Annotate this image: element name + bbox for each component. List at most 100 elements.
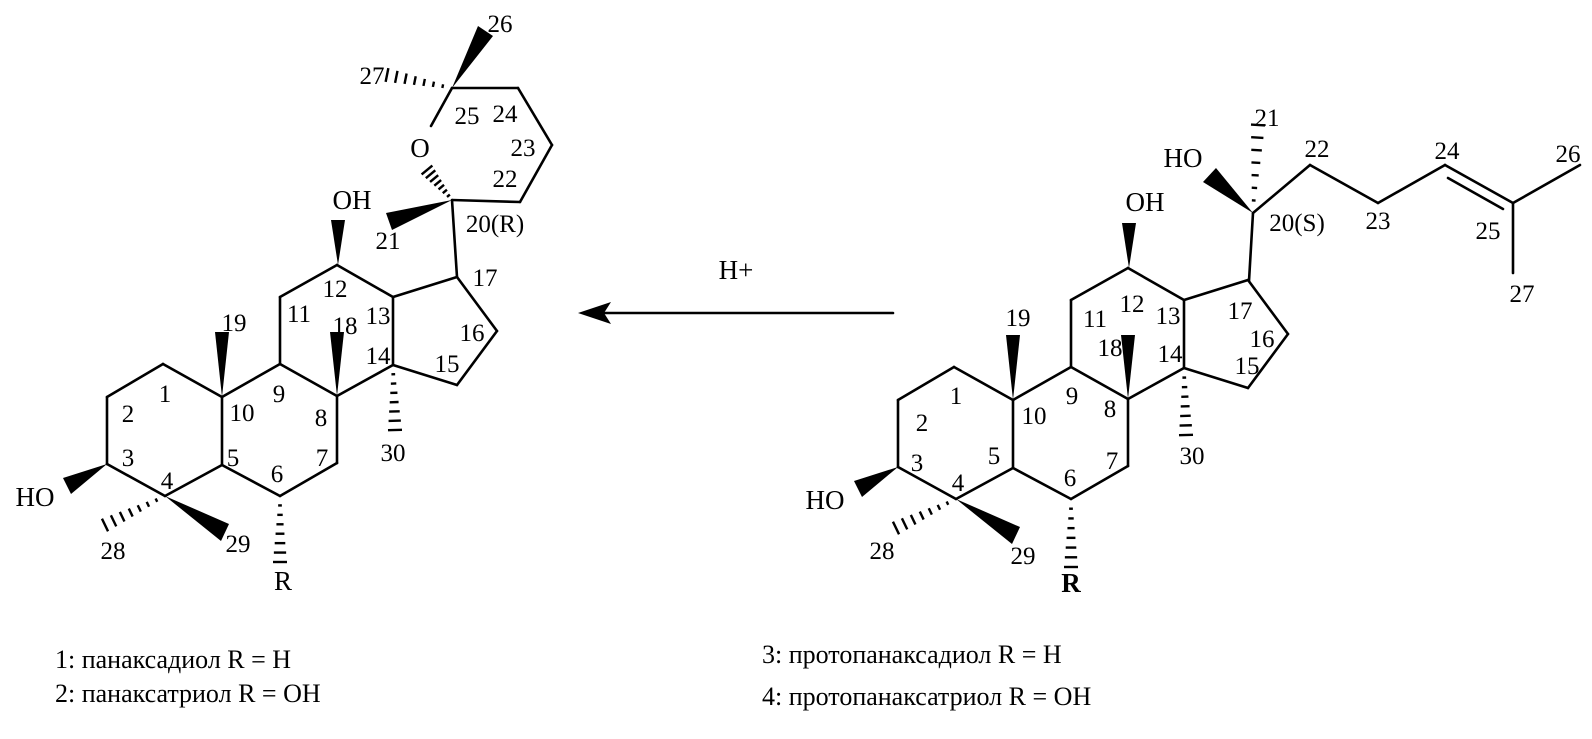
hash-c30 bbox=[387, 373, 403, 432]
atom-label-10: 10 bbox=[1022, 403, 1047, 430]
atom-label-16: 16 bbox=[1250, 326, 1275, 353]
arrow-head-icon bbox=[578, 302, 611, 324]
atom-label-5: 5 bbox=[227, 445, 240, 472]
hash-stroke bbox=[420, 164, 434, 176]
caption-compound-3: 3: протопанаксадиол R = H bbox=[762, 640, 1062, 669]
atom-label-24: 24 bbox=[1435, 138, 1461, 165]
atom-label-17: 17 bbox=[1228, 298, 1253, 325]
bond-c17-c20 bbox=[450, 198, 459, 279]
hash-stroke bbox=[918, 511, 925, 521]
atom-label-1: 1 bbox=[159, 381, 172, 408]
atom-label-13: 13 bbox=[1156, 303, 1181, 330]
bond-c20-c22 bbox=[450, 198, 522, 204]
hash-stroke bbox=[384, 67, 390, 83]
bond-c20-c22 bbox=[1251, 163, 1312, 215]
hash-stroke bbox=[422, 78, 427, 87]
atom-label-8: 8 bbox=[315, 405, 328, 432]
atom-label-15: 15 bbox=[1235, 353, 1260, 380]
atom-label-27: 27 bbox=[1510, 281, 1535, 308]
atom-label-30: 30 bbox=[381, 440, 406, 467]
hash-stroke bbox=[945, 500, 950, 506]
atom-label-23: 23 bbox=[1366, 208, 1391, 235]
bond-c23-c24 bbox=[1376, 163, 1447, 205]
reagent-label: H+ bbox=[719, 255, 754, 285]
atom-label-7: 7 bbox=[316, 445, 329, 472]
atom-label-24: 24 bbox=[493, 101, 519, 128]
atom-label-4: 4 bbox=[161, 468, 174, 495]
atom-label-18: 18 bbox=[333, 313, 358, 340]
hash-stroke bbox=[437, 183, 445, 191]
hash-r bbox=[1064, 507, 1078, 569]
atom-label-14: 14 bbox=[366, 343, 392, 370]
hash-stroke bbox=[100, 518, 110, 532]
bond-c17-c20 bbox=[1247, 211, 1255, 283]
atom-label-1: 1 bbox=[950, 383, 963, 410]
hash-stroke bbox=[1251, 161, 1261, 165]
caption-compound-2: 2: панаксатриол R = OH bbox=[55, 679, 321, 708]
bond-c22-c23 bbox=[518, 143, 554, 204]
hydroxyl-c3-label: HO bbox=[806, 485, 845, 515]
atom-label-28: 28 bbox=[870, 538, 895, 565]
hash-stroke bbox=[446, 193, 451, 198]
hash-stroke bbox=[425, 169, 437, 180]
atom-label-20: 20(R) bbox=[466, 211, 524, 238]
hash-stroke bbox=[1250, 123, 1266, 127]
atom-label-22: 22 bbox=[1305, 136, 1330, 163]
atom-label-15: 15 bbox=[435, 351, 460, 378]
hydroxyl-c12-label: OH bbox=[333, 185, 372, 215]
left-molecule-panaxadiol: HO OH O R 1 2 3 4 5 6 7 8 9 10 11 12 13 … bbox=[16, 11, 554, 708]
atom-label-9: 9 bbox=[1066, 383, 1079, 410]
hash-stroke bbox=[136, 504, 142, 513]
hash-stroke bbox=[442, 188, 448, 195]
r-group-label: R bbox=[274, 566, 292, 596]
hash-c28 bbox=[891, 500, 950, 535]
atom-label-25: 25 bbox=[1476, 218, 1501, 245]
atom-label-27: 27 bbox=[360, 63, 385, 90]
hash-stroke bbox=[891, 521, 901, 535]
wedge-c21 bbox=[386, 200, 452, 230]
wedge-ho20 bbox=[1203, 168, 1253, 213]
hydroxyl-c12-label: OH bbox=[1126, 187, 1165, 217]
atom-label-12: 12 bbox=[323, 276, 348, 303]
hash-c21 bbox=[1250, 123, 1266, 202]
double-bond-c24-c25 bbox=[1446, 176, 1505, 211]
hash-c28 bbox=[100, 497, 159, 532]
atom-label-19: 19 bbox=[222, 310, 247, 337]
atom-label-30: 30 bbox=[1180, 443, 1205, 470]
atom-label-21: 21 bbox=[1255, 105, 1280, 132]
atom-label-29: 29 bbox=[1011, 543, 1036, 570]
atom-label-18: 18 bbox=[1098, 335, 1123, 362]
atom-label-6: 6 bbox=[1064, 465, 1077, 492]
atom-label-11: 11 bbox=[287, 301, 311, 328]
hash-stroke bbox=[118, 511, 126, 522]
hash-stroke bbox=[109, 514, 118, 527]
right-molecule-protopanaxadiol: HO OH HO R 1 2 3 4 5 6 7 8 9 10 11 12 13… bbox=[762, 105, 1582, 711]
hash-stroke bbox=[412, 75, 417, 86]
hash-stroke bbox=[145, 501, 151, 508]
caption-compound-1: 1: панаксадиол R = H bbox=[55, 645, 291, 674]
atom-label-14: 14 bbox=[1158, 341, 1184, 368]
hash-stroke bbox=[429, 174, 439, 183]
atom-label-20: 20(S) bbox=[1269, 210, 1325, 237]
hash-stroke bbox=[154, 497, 159, 503]
hash-r bbox=[273, 504, 287, 564]
atom-label-3: 3 bbox=[911, 450, 924, 477]
r-group-label: R bbox=[1061, 568, 1081, 598]
atom-label-3: 3 bbox=[122, 445, 135, 472]
hash-stroke bbox=[433, 179, 442, 187]
hash-stroke bbox=[909, 514, 917, 525]
reaction-arrow: H+ bbox=[578, 255, 895, 324]
atom-label-7: 7 bbox=[1106, 448, 1119, 475]
bond-c23-c24 bbox=[516, 86, 554, 147]
oxygen-label: O bbox=[410, 133, 430, 163]
hydroxyl-c3-label: HO bbox=[16, 482, 55, 512]
atom-label-28: 28 bbox=[101, 538, 126, 565]
atom-label-11: 11 bbox=[1083, 306, 1107, 333]
hash-stroke bbox=[441, 84, 445, 89]
hash-stroke bbox=[403, 73, 408, 85]
bond-c25-o bbox=[429, 86, 454, 128]
hash-c27 bbox=[384, 67, 445, 89]
atom-label-8: 8 bbox=[1104, 396, 1117, 423]
bond-c24-c25 bbox=[1443, 163, 1515, 205]
atom-label-12: 12 bbox=[1120, 291, 1145, 318]
